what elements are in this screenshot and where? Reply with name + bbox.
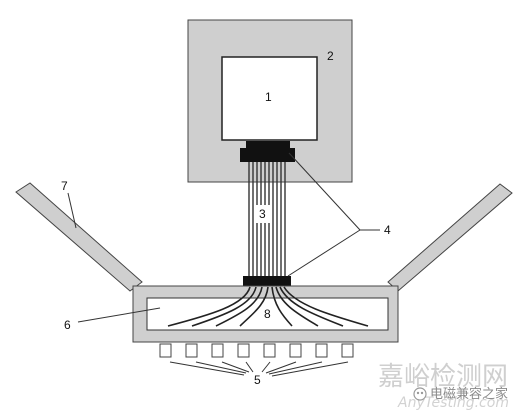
pin	[185, 343, 198, 358]
label-7: 7	[61, 179, 68, 193]
pin	[289, 343, 302, 358]
label-8: 8	[264, 307, 271, 321]
output-pins	[159, 343, 354, 358]
watermark-chinese: 嘉峪检测网	[378, 362, 508, 392]
left-slanted-wall	[15, 182, 143, 292]
trace-label-background	[262, 305, 275, 320]
pin	[263, 343, 276, 358]
pin	[211, 343, 224, 358]
pin-leader-lines	[169, 361, 349, 377]
right-slanted-wall	[387, 183, 513, 292]
wechat-icon-dot	[420, 391, 424, 395]
watermark-account: 电磁兼容之家	[430, 386, 508, 402]
wechat-icon	[413, 387, 427, 401]
wechat-icon-dot	[416, 391, 420, 395]
label-6: 6	[64, 318, 71, 332]
pin	[341, 343, 354, 358]
bottom-connector	[243, 276, 291, 286]
label-5: 5	[254, 373, 261, 387]
cable-label-background	[256, 205, 270, 223]
watermark: 嘉峪检测网 AnyTesting.com 电磁兼容之家	[378, 362, 509, 411]
top-connector-base	[246, 141, 290, 148]
label-2: 2	[327, 49, 334, 63]
leader-4-top	[288, 152, 361, 231]
fanout-traces	[167, 286, 369, 327]
label-1: 1	[265, 90, 272, 104]
top-connector	[240, 148, 295, 162]
pin	[159, 343, 172, 358]
inner-module	[221, 56, 318, 141]
label-leader-lines	[67, 152, 380, 323]
pin	[237, 343, 250, 358]
pin	[315, 343, 328, 358]
leader-6	[77, 307, 161, 323]
label-3: 3	[259, 207, 266, 221]
leader-7	[67, 192, 77, 229]
watermark-english: AnyTesting.com	[397, 395, 509, 411]
leader-4-bottom	[287, 229, 361, 277]
label-4: 4	[384, 223, 391, 237]
